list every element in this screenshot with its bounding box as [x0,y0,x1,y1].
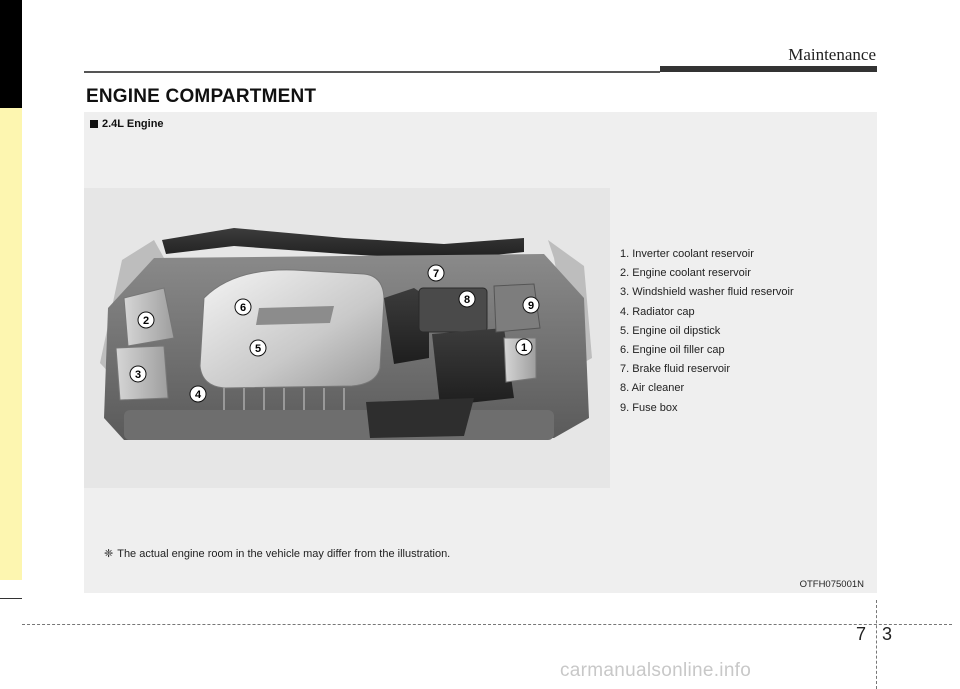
legend-item: 2. Engine coolant reservoir [620,267,751,280]
header-rule-accent [660,66,877,72]
engine-cover-badge [256,306,334,325]
engine-compartment-illustration: 1 2 3 4 5 6 7 8 9 [100,228,592,440]
legend-item: 1. Inverter coolant reservoir [620,248,754,260]
engine-cover [199,269,385,389]
figure-code: OTFH075001N [799,579,864,590]
engine-block [223,388,345,410]
svg-text:7: 7 [433,268,439,280]
callout-8: 8 [458,290,476,308]
callout-6: 6 [234,298,252,316]
svg-text:9: 9 [528,300,534,312]
svg-text:1: 1 [521,342,527,354]
running-header: Maintenance [788,45,876,64]
callout-2: 2 [137,311,155,329]
section-title: ENGINE COMPARTMENT [86,86,317,107]
page-number: 3 [882,624,893,644]
subheading-text: 2.4L Engine [102,118,164,130]
illustration-note: ❈The actual engine room in the vehicle m… [104,547,450,560]
watermark: carmanualsonline.info [560,660,752,681]
radiator-support [124,410,554,440]
callout-9: 9 [522,296,540,314]
header-rule [84,71,660,73]
fuse-box [493,283,541,333]
svg-text:2: 2 [143,315,149,327]
callout-1: 1 [515,338,533,356]
side-tab-marker [0,0,22,108]
legend-item: 6. Engine oil filler cap [620,343,725,356]
footer-divider [876,600,877,689]
legend-item: 4. Radiator cap [620,305,695,318]
svg-text:8: 8 [464,294,470,306]
hood-edge [162,228,524,260]
intake-duct [384,288,429,364]
svg-text:3: 3 [135,369,141,381]
svg-text:5: 5 [255,343,261,355]
air-cleaner-housing [432,328,514,406]
square-bullet-icon [90,120,98,128]
legend-item: 3. Windshield washer fluid reservoir [620,286,794,299]
svg-text:4: 4 [195,389,202,401]
chapter-number: 7 [856,624,867,644]
component-legend: 1. Inverter coolant reservoir 2. Engine … [620,245,794,418]
figure-subheading: 2.4L Engine [90,118,164,130]
legend-item: 9. Fuse box [620,401,678,414]
footer-rule [22,624,952,625]
note-symbol-icon: ❈ [104,548,114,560]
note-text: The actual engine room in the vehicle ma… [117,548,451,560]
air-cleaner-box [418,287,488,333]
callout-3: 3 [129,365,147,383]
side-tab-bar [0,0,22,580]
front-air-duct [366,398,474,438]
callout-4: 4 [189,385,207,403]
legend-item: 7. Brake fluid reservoir [620,363,731,376]
callout-7: 7 [427,264,445,282]
svg-text:6: 6 [240,302,246,314]
callout-5: 5 [249,339,267,357]
legend-item: 5. Engine oil dipstick [620,324,721,337]
legend-item: 8. Air cleaner [620,382,685,395]
side-rule [0,598,22,599]
